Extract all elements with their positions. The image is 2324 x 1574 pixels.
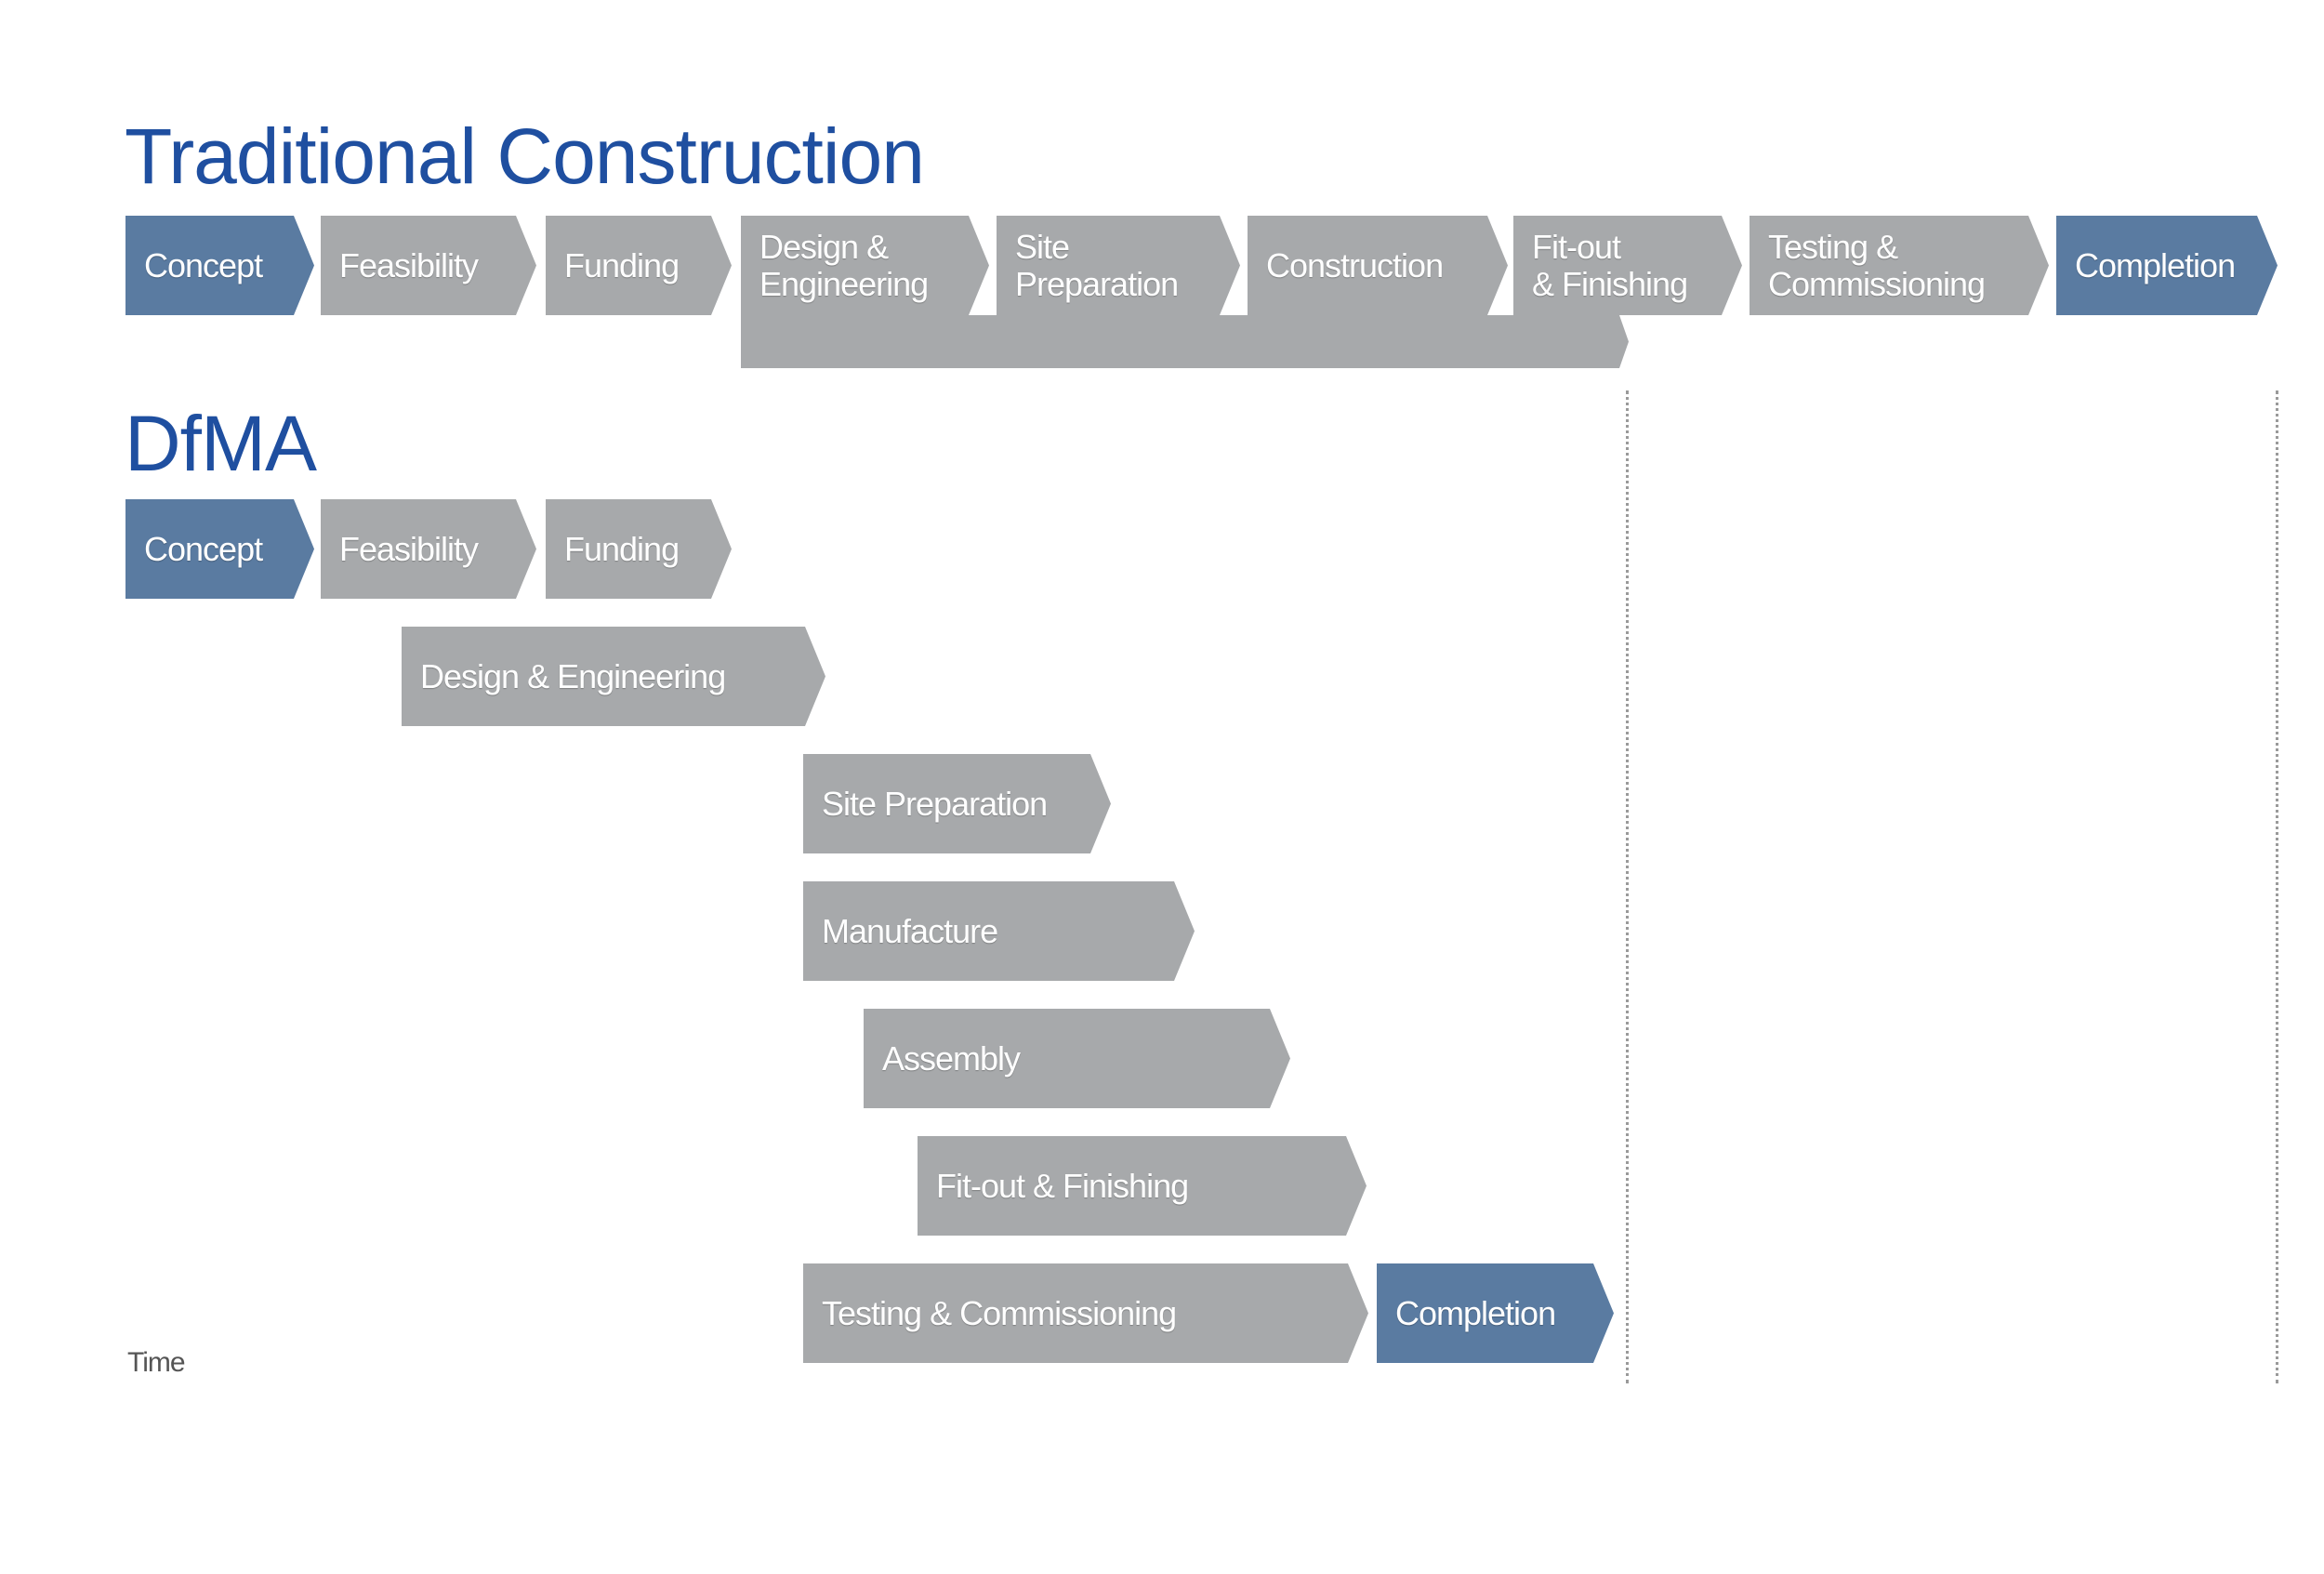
traditional-construction-title: Traditional Construction — [125, 112, 925, 200]
time-axis-label: Time — [127, 1347, 186, 1378]
stage-label-line2: Engineering — [759, 264, 929, 303]
stage-label: Completion — [1395, 1293, 1556, 1332]
stage-label-line1: Fit-out — [1532, 227, 1621, 266]
trad-stage-design-engineering: Design & Engineering — [741, 216, 989, 315]
stage-label: Completion — [2075, 245, 2236, 284]
dfma-stage-design-engineering: Design & Engineering — [402, 627, 825, 726]
stage-label-line1: Design & — [759, 228, 889, 266]
trad-stage-construction: Construction — [1248, 216, 1508, 315]
trad-stage-testing-commissioning: Testing & Commissioning — [1750, 216, 2049, 315]
stage-label: Feasibility — [339, 245, 479, 284]
stage-label: Design & Engineering — [420, 656, 726, 695]
dfma-stage-assembly: Assembly — [864, 1009, 1290, 1108]
stage-label: Construction — [1266, 245, 1444, 284]
dfma-stage-concept: Concept — [125, 499, 314, 599]
dfma-stage-testing-commissioning: Testing & Commissioning — [803, 1263, 1368, 1363]
trad-stage-site-preparation: Site Preparation — [997, 216, 1240, 315]
stage-label: Assembly — [882, 1038, 1021, 1078]
stage-label: Concept — [144, 245, 263, 284]
trad-stage-fit-out-finishing: Fit-out & Finishing — [1513, 216, 1742, 315]
dfma-stage-manufacture: Manufacture — [803, 881, 1195, 981]
stage-label: Funding — [564, 245, 680, 284]
stage-label-line1: Site — [1015, 227, 1070, 266]
stage-label-line2: & Finishing — [1532, 264, 1688, 303]
stage-label-line2: Preparation — [1015, 264, 1179, 303]
dfma-stage-fit-out-finishing: Fit-out & Finishing — [918, 1136, 1367, 1236]
dfma-stage-completion: Completion — [1377, 1263, 1614, 1363]
trad-stage-concept: Concept — [125, 216, 314, 315]
stage-label: Funding — [564, 529, 680, 568]
traditional-end-dashed-line — [2276, 390, 2278, 1383]
stage-label: Manufacture — [822, 911, 998, 950]
dfma-end-dashed-line — [1626, 390, 1629, 1383]
stage-label-line2: Commissioning — [1768, 264, 1986, 303]
trad-stage-feasibility: Feasibility — [321, 216, 536, 315]
trad-stage-funding: Funding — [546, 216, 732, 315]
dfma-stage-site-preparation: Site Preparation — [803, 754, 1111, 853]
trad-stage-completion: Completion — [2056, 216, 2278, 315]
stage-label: Testing & Commissioning — [822, 1293, 1177, 1332]
stage-label-line1: Testing & — [1768, 227, 1898, 266]
dfma-stage-funding: Funding — [546, 499, 732, 599]
dfma-title: DfMA — [125, 400, 317, 487]
design-engineering-overlap-bar — [741, 315, 1629, 368]
stage-label: Concept — [144, 529, 263, 568]
stage-label: Fit-out & Finishing — [936, 1166, 1189, 1205]
stage-label: Site Preparation — [822, 784, 1048, 823]
dfma-stage-feasibility: Feasibility — [321, 499, 536, 599]
stage-label: Feasibility — [339, 529, 479, 568]
